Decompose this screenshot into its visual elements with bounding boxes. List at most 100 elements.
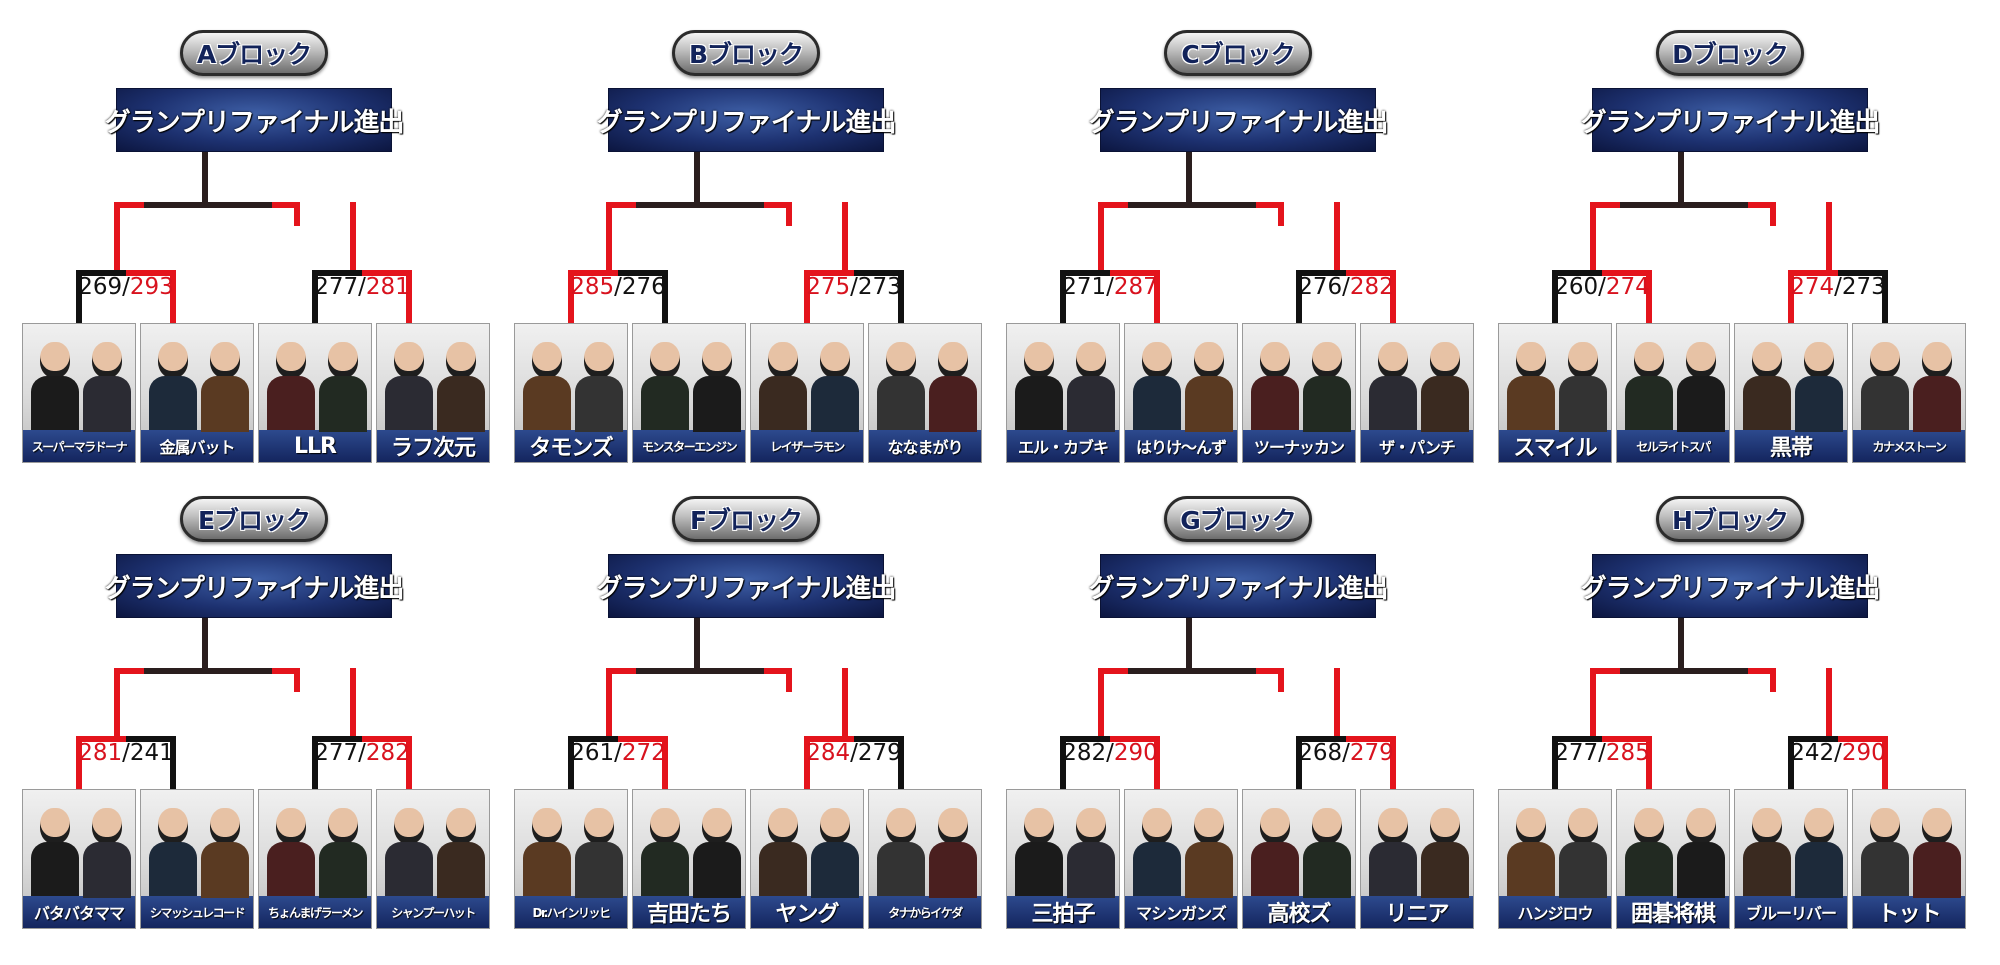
member-head: [1194, 342, 1224, 378]
member-suit: [759, 376, 807, 432]
match-score: 276/282: [1286, 272, 1406, 302]
bracket-trunk: [202, 618, 208, 669]
match-bar-right: [1110, 270, 1160, 276]
score-separator: /: [1598, 274, 1606, 300]
bracket-winner-line: [764, 202, 792, 208]
match-bar-right: [618, 270, 668, 276]
member-photo: [1185, 798, 1233, 898]
member-suit: [437, 376, 485, 432]
match-stub-right: [1646, 270, 1652, 324]
bracket-winner-line: [272, 202, 300, 208]
team-name: タナからイケダ: [869, 896, 981, 928]
member-photo: [1795, 332, 1843, 432]
member-suit: [385, 376, 433, 432]
final-advance-banner: グランプリファイナル進出: [1089, 88, 1388, 152]
score-left: 285: [570, 274, 615, 300]
match-bar-right: [618, 736, 668, 742]
match-stub-left: [568, 736, 574, 790]
bracket-trunk: [694, 618, 700, 669]
member-photo: [319, 332, 367, 432]
bracket-trunk: [1186, 618, 1192, 669]
member-head: [158, 808, 188, 844]
match-score: 277/281: [302, 272, 422, 302]
block-label: Cブロック: [1164, 30, 1312, 76]
bracket-advance-line: [842, 202, 848, 270]
bracket-winner-line: [1098, 668, 1128, 674]
member-suit: [149, 376, 197, 432]
member-suit: [1185, 842, 1233, 898]
member-photo: [1251, 798, 1299, 898]
bracket-connector-left: [606, 202, 702, 208]
member-suit: [31, 842, 79, 898]
score-left: 269: [78, 274, 123, 300]
member-photo: [1507, 332, 1555, 432]
member-suit: [1251, 842, 1299, 898]
team-name: カナメストーン: [1853, 430, 1965, 462]
score-right: 273: [857, 274, 902, 300]
match-stub-left: [1060, 270, 1066, 324]
member-head: [938, 342, 968, 378]
bracket-winner-line: [114, 668, 144, 674]
match-stub-right: [662, 270, 668, 324]
bracket-drop: [294, 202, 300, 226]
match-score: 285/276: [558, 272, 678, 302]
match-stub-left: [76, 270, 82, 324]
final-advance-banner: グランプリファイナル進出: [597, 554, 896, 618]
member-photo: [1559, 798, 1607, 898]
member-suit: [877, 376, 925, 432]
team-card: 高校ズ: [1242, 789, 1356, 929]
match-score: 282/290: [1050, 738, 1170, 768]
member-suit: [1861, 842, 1909, 898]
member-suit: [575, 842, 623, 898]
member-suit: [1559, 842, 1607, 898]
member-photo: [31, 332, 79, 432]
score-separator: /: [850, 740, 858, 766]
member-head: [1804, 808, 1834, 844]
bracket-advance-line: [1334, 668, 1340, 736]
bracket-connector-left: [1098, 202, 1194, 208]
match-score: 275/273: [794, 272, 914, 302]
team-card: 黒帯: [1734, 323, 1848, 463]
member-photo: [575, 332, 623, 432]
member-head: [768, 808, 798, 844]
member-suit: [929, 842, 977, 898]
member-suit: [437, 842, 485, 898]
member-head: [1024, 808, 1054, 844]
bracket-connector-right: [204, 202, 300, 208]
member-photo: [1185, 332, 1233, 432]
match-stub-right: [1154, 270, 1160, 324]
team-name: スマイル: [1499, 430, 1611, 462]
score-separator: /: [1106, 740, 1114, 766]
team-card: セルライトスパ: [1616, 323, 1730, 463]
member-head: [394, 808, 424, 844]
member-photo: [523, 798, 571, 898]
bracket-winner-line: [272, 668, 300, 674]
member-photo: [201, 798, 249, 898]
bracket-advance-line: [350, 202, 356, 270]
member-head: [1260, 808, 1290, 844]
bracket-connector-right: [204, 668, 300, 674]
match-bar-left: [568, 736, 618, 742]
block-label: Hブロック: [1656, 496, 1804, 542]
block-label: Aブロック: [180, 30, 328, 76]
bracket-winner-line: [1256, 668, 1284, 674]
member-photo: [1743, 332, 1791, 432]
member-photo: [1303, 798, 1351, 898]
member-photo: [811, 332, 859, 432]
team-name: 高校ズ: [1243, 896, 1355, 928]
member-head: [650, 808, 680, 844]
bracket-advance-line: [1098, 668, 1104, 736]
member-head: [1752, 342, 1782, 378]
member-suit: [1625, 376, 1673, 432]
member-photo: [385, 332, 433, 432]
bracket-advance-line: [1826, 202, 1832, 270]
bracket-advance-line: [1590, 668, 1596, 736]
team-card: エル・カブキ: [1006, 323, 1120, 463]
match-bar-left: [312, 736, 362, 742]
team-card: ザ・パンチ: [1360, 323, 1474, 463]
team-name: ちょんまげラーメン: [259, 896, 371, 928]
member-suit: [1507, 842, 1555, 898]
member-photo: [1913, 798, 1961, 898]
